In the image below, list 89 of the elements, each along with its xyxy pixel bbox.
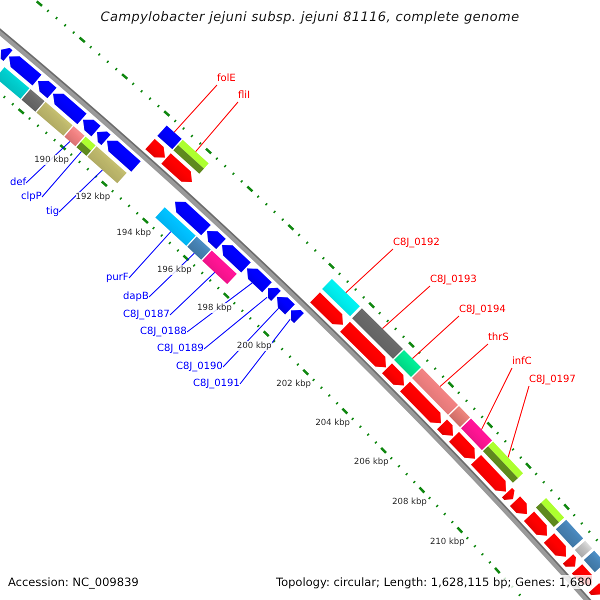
gene-name-label: tig	[46, 206, 60, 218]
gene-name-label: C8J_0192	[393, 237, 440, 249]
gene-block	[107, 140, 141, 172]
gene-category-bar	[173, 140, 209, 174]
scale-tick-label: 198 kbp	[197, 302, 232, 313]
gene-name-label: C8J_0189	[157, 343, 204, 355]
gene-category-bar	[394, 350, 421, 377]
scale-tick-label: 200 kbp	[236, 340, 272, 351]
leader-line	[345, 248, 394, 294]
gene-block	[510, 496, 527, 514]
leader-line	[240, 318, 291, 384]
scale-tick-label: 196 kbp	[156, 265, 192, 276]
scale-tick-label: 206 kbp	[354, 457, 389, 468]
gene-category-bar	[352, 308, 403, 359]
leader-line	[42, 151, 82, 198]
gene-block	[502, 488, 514, 500]
leader-line	[412, 316, 460, 360]
gene-name-label: C8J_0193	[430, 274, 477, 286]
gene-name-label: dapB	[123, 291, 149, 303]
leader-line	[174, 84, 218, 133]
gene-category-bar	[155, 207, 196, 246]
gene-category-bar	[36, 102, 73, 136]
gene-block	[9, 56, 42, 86]
scale-tick-label: 210 kbp	[430, 536, 465, 547]
scale-tick-label: 190 kbp	[34, 155, 69, 166]
gene-block	[310, 292, 343, 325]
gene-block	[161, 153, 192, 182]
gene-category-bar	[461, 418, 492, 450]
scale-tick-label: 208 kbp	[392, 496, 427, 507]
gene-category-bar	[0, 67, 30, 99]
gene-category-bar	[449, 406, 470, 428]
scale-tick-label: 202 kbp	[276, 379, 311, 390]
gene-category-bar	[556, 520, 584, 548]
gene-name-label: C8J_0194	[459, 304, 506, 316]
gene-block	[247, 268, 272, 292]
leader-line	[440, 344, 488, 388]
gene-name-label: C8J_0188	[140, 326, 187, 338]
gene-name-label: C8J_0190	[176, 361, 223, 373]
genome-summary-text: Topology: circular; Length: 1,628,115 bp; Genes: 1,680	[276, 575, 592, 589]
gene-category-bar	[412, 368, 458, 415]
gene-category-bar	[536, 498, 564, 527]
gene-block	[222, 245, 251, 272]
leader-line	[508, 386, 530, 458]
gene-category-bar	[482, 442, 524, 483]
accession-text: Accession: NC_009839	[8, 575, 139, 589]
leader-line	[128, 231, 172, 278]
gene-category-bar	[584, 550, 600, 572]
gene-name-label: C8J_0191	[193, 378, 240, 390]
gene-category-bar	[22, 89, 45, 112]
gene-block	[470, 455, 506, 492]
gene-block	[83, 120, 101, 136]
chart-title: Campylobacter jejuni subsp. jejuni 81116, complete genome	[100, 10, 520, 26]
gene-name-label: thrS	[488, 332, 509, 344]
gene-name-label: purF	[106, 272, 129, 284]
gene-category-bar	[574, 540, 592, 558]
gene-block	[290, 310, 304, 324]
gene-name-label: fliI	[238, 90, 250, 102]
gene-block	[277, 296, 295, 314]
gene-name-label: C8J_0197	[529, 374, 576, 386]
gene-block	[562, 554, 576, 567]
leader-line	[382, 286, 430, 330]
gene-name-label: infC	[512, 356, 532, 368]
leader-line	[170, 272, 216, 316]
leader-line	[58, 170, 103, 212]
gene-block	[400, 382, 441, 424]
gene-name-label: folE	[217, 73, 236, 85]
gene-category-bar	[322, 278, 360, 316]
scale-tick-label: 194 kbp	[116, 228, 152, 238]
gene-block	[449, 432, 475, 459]
gene-block	[437, 420, 453, 436]
gene-block	[382, 363, 404, 386]
leader-line	[481, 368, 512, 430]
gene-block	[268, 288, 281, 301]
gene-category-bar	[87, 146, 127, 184]
gene-block	[0, 48, 12, 61]
gene-block	[340, 322, 386, 368]
leader-line	[204, 296, 268, 350]
scale-tick-label: 204 kbp	[315, 418, 350, 428]
scale-tick-label: 192 kbp	[76, 192, 110, 202]
gene-name-label: def	[10, 177, 26, 189]
leader-line	[195, 102, 238, 152]
gene-category-bar	[157, 126, 182, 150]
gene-block	[524, 512, 547, 536]
gene-category-bar	[76, 136, 96, 156]
gene-block	[544, 533, 566, 557]
gene-block	[38, 80, 57, 98]
gene-name-label: C8J_0187	[123, 309, 170, 321]
gene-block	[145, 138, 165, 158]
gene-name-label: clpP	[21, 191, 42, 203]
